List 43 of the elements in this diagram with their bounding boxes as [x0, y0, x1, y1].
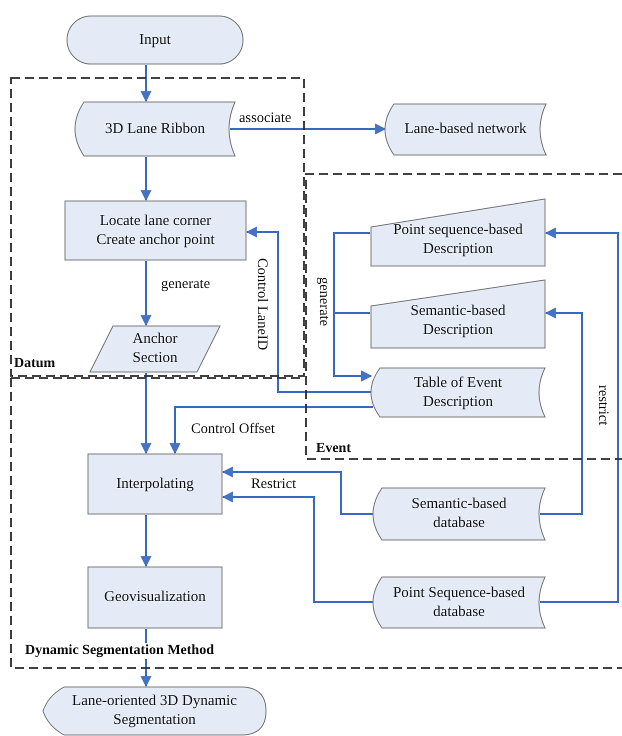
arrow [140, 515, 152, 568]
terminal-shape [66, 15, 244, 65]
node-text: 3D Lane Ribbon [105, 120, 205, 138]
manual-input-shape [370, 198, 546, 267]
process-box [64, 200, 247, 261]
arrow [140, 261, 152, 326]
stored-data-shape [74, 101, 236, 157]
stored-data-shape [370, 367, 546, 418]
arrow [540, 228, 619, 603]
node-text: Point Sequence-based database [392, 584, 526, 622]
arrow [333, 312, 372, 382]
stored-data-shape [372, 487, 546, 541]
process-box [87, 566, 223, 629]
arrow [246, 226, 373, 393]
stored-data-shape [384, 103, 547, 156]
stored-data-shape [372, 576, 546, 629]
node-text: Lane-based network [404, 120, 527, 139]
node-text: Interpolating [116, 474, 194, 494]
node-text: Input [139, 30, 171, 50]
node-text: Point sequence-based Description [392, 220, 524, 259]
region-title: Dynamic Segmentation Method [24, 643, 215, 659]
arrow [540, 308, 583, 515]
arrow [140, 373, 152, 454]
node-text: Semantic-based database [410, 495, 508, 533]
arrow [140, 157, 152, 202]
arrow [222, 466, 373, 515]
arrow [230, 124, 386, 134]
display-shape [42, 686, 267, 736]
data-parallelogram [89, 325, 221, 373]
node-text: Semantic-based Description [410, 302, 506, 340]
node-text: Locate lane corner Create anchor point [95, 212, 216, 250]
arrow [140, 65, 152, 102]
dashed-boundary-frame [305, 173, 622, 460]
node-text: Table of Event Description [412, 374, 504, 412]
process-box [87, 453, 223, 515]
node-text: Lane-oriented 3D Dynamic Segmentation [71, 692, 238, 730]
node-text: Geovisualization [104, 588, 206, 607]
node-text: Anchor Section [132, 330, 178, 368]
dashed-boundary-frame [10, 77, 305, 377]
arrow [170, 406, 373, 454]
arrow [222, 492, 373, 603]
dashed-boundary-frame [10, 377, 622, 669]
manual-input-shape [370, 279, 546, 349]
